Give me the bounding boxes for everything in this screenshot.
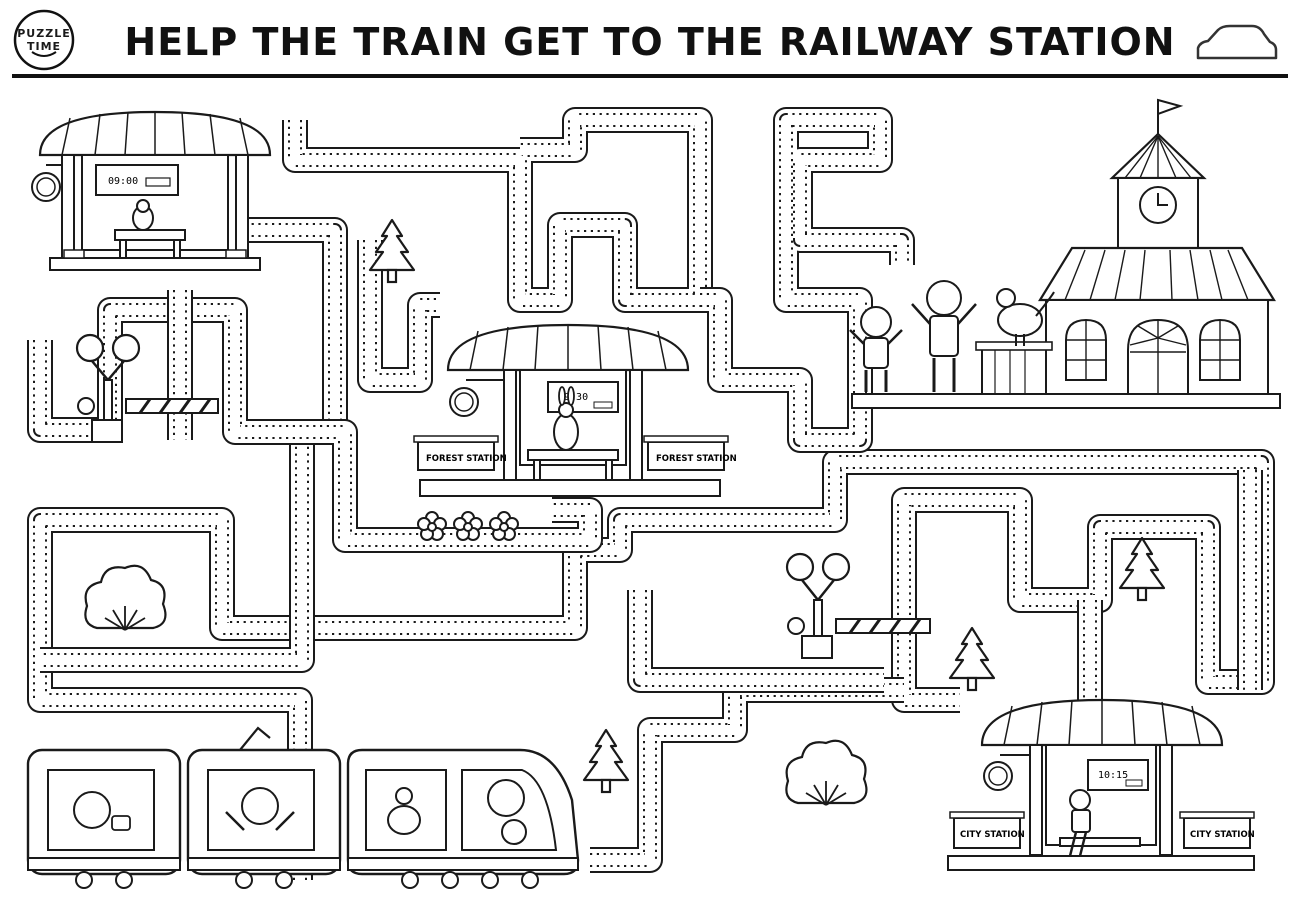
track-center-gap [700, 115, 907, 445]
city-station: 10:15 CITY STATION CITY STATION [947, 698, 1255, 871]
train [26, 726, 580, 889]
city-clock-time: 10:15 [1098, 770, 1128, 781]
city-sign-right: CITY STATION [1190, 830, 1255, 840]
train-car-1 [26, 748, 182, 889]
passenger-rooster [387, 805, 421, 835]
track-center-gap [365, 240, 440, 385]
city-sign-left: CITY STATION [960, 830, 1025, 840]
teacup-icon [111, 815, 131, 831]
track-center-gap [290, 115, 705, 305]
track-rail-outer [1077, 470, 1263, 700]
track-center-gap [1085, 470, 1255, 700]
flower-icon [453, 511, 483, 541]
logo-line-1: PUZZLE [17, 27, 71, 40]
flag-icon [1157, 98, 1184, 116]
pine-tree-icon [948, 626, 996, 692]
passenger-girl [73, 791, 111, 829]
flower-icon [417, 511, 447, 541]
maze-area: 09:00 09: [26, 98, 1281, 889]
forest-sign-left: FOREST STATION [426, 454, 507, 464]
forest-station: 09:30 FOREST STATION FOREST STATION [413, 323, 737, 497]
track-center-gap [35, 457, 1267, 880]
barrier-gate [835, 618, 931, 634]
car-outline-icon [1196, 24, 1278, 60]
puzzle-time-logo [13, 9, 75, 71]
top-left-station: 09:00 [31, 110, 272, 271]
sitting-girl-character [1068, 789, 1091, 857]
top-left-clock-time: 09:00 [108, 176, 138, 187]
waving-boy-character [911, 280, 977, 392]
page-title: HELP THE TRAIN GET TO THE RAILWAY STATIO… [124, 20, 1176, 64]
pine-tree-icon [582, 728, 630, 794]
logo-text: PUZZLE TIME [12, 8, 76, 72]
track-center-gap [35, 305, 595, 545]
bush-icon [84, 564, 167, 632]
train-car-2 [186, 748, 342, 889]
passenger-boy [241, 787, 279, 825]
railway-tracks [27, 107, 1275, 880]
track-center-gap [175, 290, 884, 685]
rooster-character [996, 288, 1055, 346]
rabbit-character [553, 413, 579, 451]
crossing-signal-right [785, 552, 931, 659]
pine-tree-icon [1118, 536, 1166, 602]
railway-station-building [849, 98, 1281, 409]
track-rail-outer [282, 107, 713, 313]
forest-sign-right: FOREST STATION [656, 454, 737, 464]
waving-boy-character [849, 306, 903, 392]
track-sleepers [1083, 470, 1257, 700]
title-divider [12, 74, 1288, 78]
train-driver [487, 779, 525, 817]
flower-icon [489, 511, 519, 541]
train-engine [346, 748, 580, 889]
logo-line-2: TIME [26, 40, 62, 53]
steering-wheel-icon [501, 819, 527, 845]
crossing-signal-left [75, 333, 219, 443]
track-bed [1079, 470, 1261, 700]
bush-icon [785, 739, 868, 807]
